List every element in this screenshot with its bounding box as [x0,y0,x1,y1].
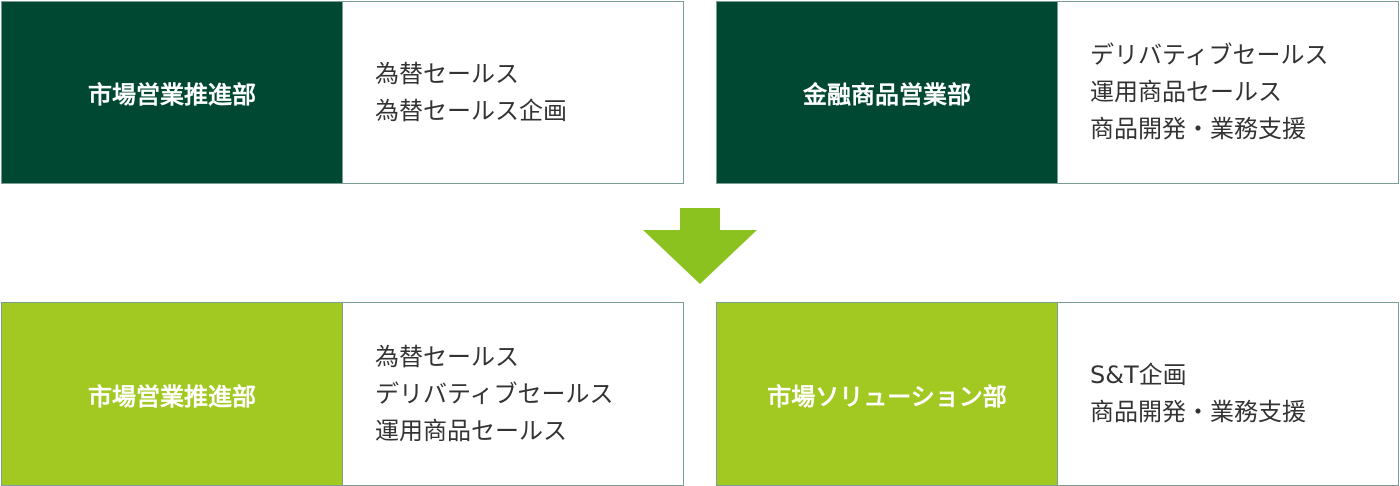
dept-functions: デリバティブセールス 運用商品セールス 商品開発・業務支援 [1058,2,1398,183]
arrow-down-icon [643,208,757,284]
function-item: 為替セールス [375,342,519,371]
function-item: 商品開発・業務支援 [1090,115,1306,143]
dept-card-after-market-solutions: 市場ソリューション部 S&T企画 商品開発・業務支援 [716,302,1399,486]
dept-title: 金融商品営業部 [717,2,1058,183]
function-item: 為替セールス企画 [375,96,567,125]
dept-card-before-market-sales: 市場営業推進部 為替セールス 為替セールス企画 [1,1,684,184]
function-item: 為替セールス [375,59,519,88]
dept-title: 市場営業推進部 [2,2,343,183]
function-item: 運用商品セールス [1090,78,1282,106]
dept-card-before-financial-products: 金融商品営業部 デリバティブセールス 運用商品セールス 商品開発・業務支援 [716,1,1399,184]
dept-title: 市場営業推進部 [2,303,343,485]
function-item: 運用商品セールス [375,416,567,445]
function-item: デリバティブセールス [375,379,614,408]
dept-functions: S&T企画 商品開発・業務支援 [1058,303,1398,485]
function-item: S&T企画 [1090,361,1187,389]
dept-functions: 為替セールス 為替セールス企画 [343,2,683,183]
dept-card-after-market-sales: 市場営業推進部 為替セールス デリバティブセールス 運用商品セールス [1,302,684,486]
dept-title: 市場ソリューション部 [717,303,1058,485]
dept-functions: 為替セールス デリバティブセールス 運用商品セールス [343,303,683,485]
function-item: デリバティブセールス [1090,41,1329,69]
function-item: 商品開発・業務支援 [1090,398,1306,426]
